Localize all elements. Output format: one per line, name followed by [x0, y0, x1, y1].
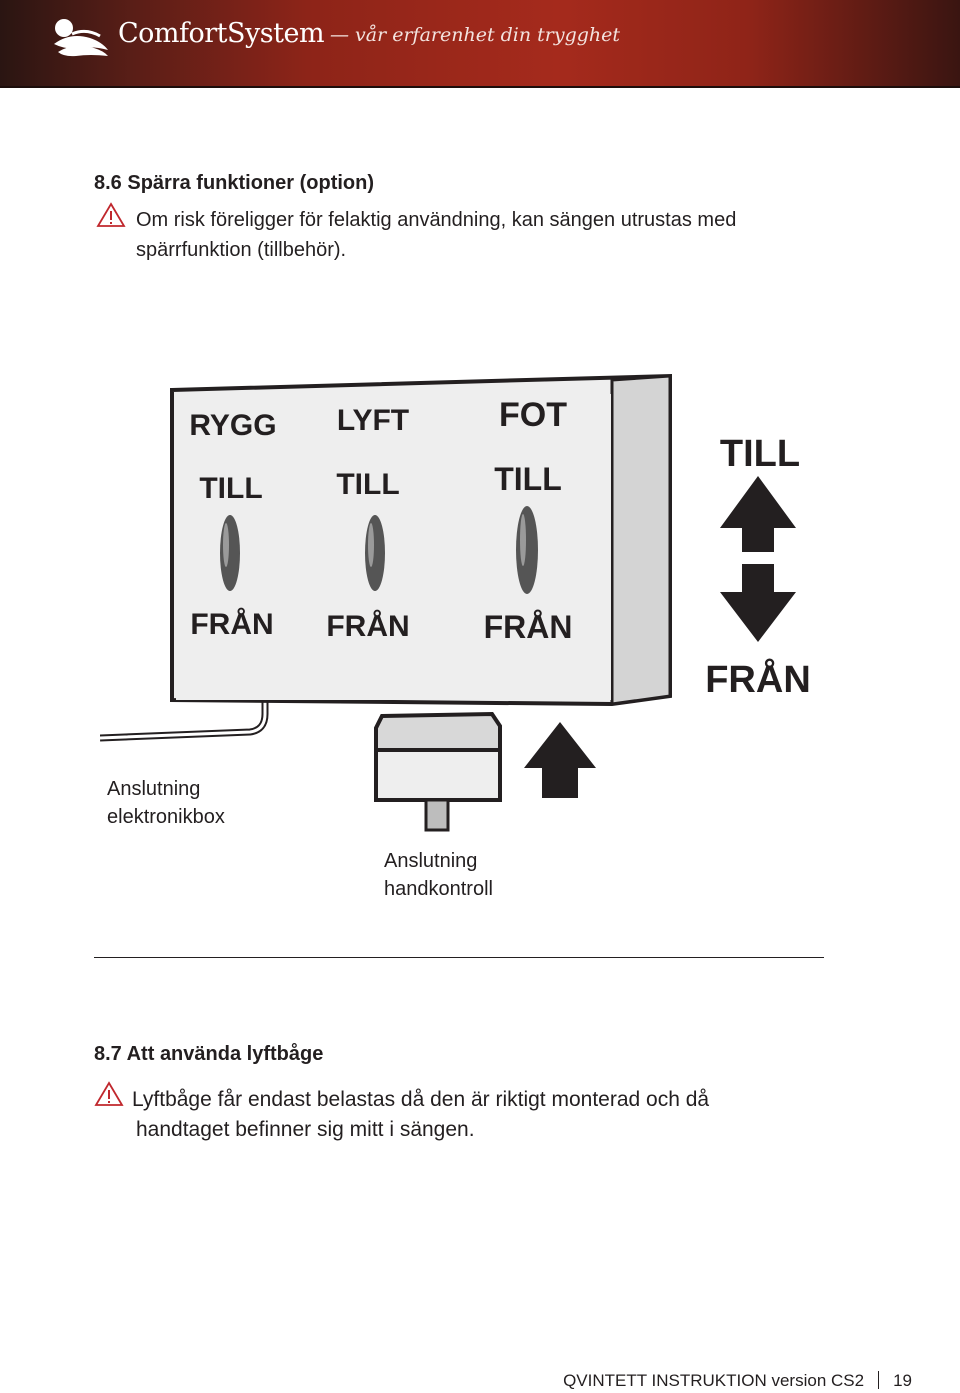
caption-line: handkontroll: [384, 878, 493, 900]
brand-tagline: — vår erfarenhet din trygghet: [330, 24, 621, 46]
page-footer: QVINTETT INSTRUKTION version CS2 19: [563, 1371, 912, 1391]
panel-label-fot: FOT: [499, 396, 567, 434]
panel-till-lyft: TILL: [336, 468, 399, 501]
warning-line: spärrfunktion (tillbehör).: [136, 239, 347, 261]
section-heading-8-7: 8.7 Att använda lyftbåge: [94, 1043, 324, 1065]
arrow-up-icon: [524, 722, 596, 798]
switch-rygg-slot: [220, 515, 240, 591]
section-heading-8-6: 8.6 Spärra funktioner (option): [94, 172, 375, 194]
footer-separator: [878, 1371, 880, 1389]
caption-line: elektronikbox: [107, 806, 225, 828]
panel-till-rygg: TILL: [199, 472, 262, 505]
warning-line: Om risk föreligger för felaktig användni…: [136, 209, 737, 231]
caption-line: Anslutning: [384, 850, 478, 872]
panel-label-lyft: LYFT: [337, 404, 409, 437]
arrow-up-icon: [720, 476, 796, 552]
legend-fran: FRÅN: [705, 657, 811, 701]
warning-text-8-6: Om risk föreligger för felaktig användni…: [136, 205, 736, 265]
panel-label-rygg: RYGG: [189, 409, 276, 442]
comfortsystem-logo-icon: [54, 19, 108, 57]
warning-line: handtaget befinner sig mitt i sängen.: [136, 1118, 475, 1141]
brand-name: ComfortSystem: [118, 18, 325, 49]
page-number: 19: [893, 1371, 912, 1390]
panel-till-fot: TILL: [494, 461, 562, 497]
section-divider: [94, 957, 824, 958]
switch-fot-slot: [516, 506, 538, 594]
caption-electronics-box: Anslutning elektronikbox: [107, 775, 225, 831]
lock-panel-illustration: RYGG LYFT FOT TILL TILL TILL FRÅN FRÅN F…: [100, 373, 811, 832]
panel-fran-rygg: FRÅN: [190, 608, 273, 641]
warning-icon: [94, 1081, 124, 1106]
caption-line: Anslutning: [107, 778, 201, 800]
warning-line: Lyftbåge får endast belastas då den är r…: [132, 1088, 710, 1111]
panel-fran-lyft: FRÅN: [326, 610, 409, 643]
switch-lyft-slot: [365, 515, 385, 591]
footer-doc-title: QVINTETT INSTRUKTION version CS2: [563, 1371, 865, 1390]
panel-fran-fot: FRÅN: [484, 609, 573, 645]
arrow-down-icon: [720, 564, 796, 642]
header-banner: ComfortSystem — vår erfarenhet din trygg…: [0, 0, 960, 88]
warning-icon: [96, 202, 126, 227]
warning-text-8-7: Lyftbåge får endast belastas då den är r…: [132, 1085, 709, 1145]
legend-till: TILL: [720, 433, 800, 475]
caption-hand-control: Anslutning handkontroll: [384, 847, 493, 903]
